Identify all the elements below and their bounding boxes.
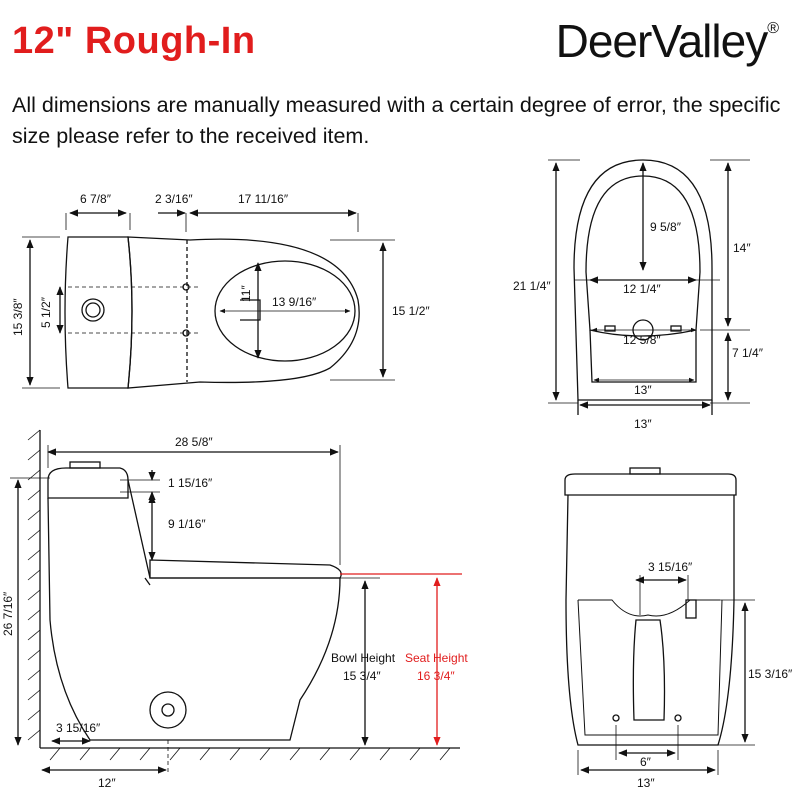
seat-height-marker	[340, 573, 462, 746]
side-bowl	[127, 479, 341, 741]
front-inner-width: 12 1/4″	[623, 282, 661, 296]
side-rough-in: 12″	[98, 776, 116, 790]
side-total-height: 26 7/16″	[1, 591, 15, 636]
rear-body	[565, 494, 735, 746]
top-tank-width: 6 7/8″	[80, 192, 112, 206]
top-view	[22, 209, 395, 389]
rear-bolt-spacing: 6″	[640, 755, 652, 769]
front-base-outer: 13″	[634, 417, 652, 431]
rear-inlet-offset: 3 15/16″	[648, 560, 693, 574]
top-gap-width: 2 3/16″	[155, 192, 193, 206]
side-base-offset: 3 15/16″	[56, 721, 101, 735]
rear-tank-lid	[564, 473, 737, 496]
side-lid-gap: 1 15/16″	[168, 476, 213, 490]
top-seat-opening	[214, 260, 356, 362]
front-opening-depth: 9 5/8″	[650, 220, 682, 234]
side-total-length: 28 5/8″	[175, 435, 213, 449]
rear-base-width: 13″	[637, 776, 655, 790]
top-inlet-offset: 5 1/2″	[39, 296, 53, 328]
side-tank-to-seat: 9 1/16″	[168, 517, 206, 531]
top-opening-width: 11″	[239, 285, 253, 302]
bowl-height-label: Bowl Height	[331, 651, 396, 665]
seat-height-value: 16 3/4″	[417, 669, 455, 683]
bowl-height-value: 15 3/4″	[343, 669, 381, 683]
rear-inlet-height: 15 3/16″	[748, 667, 793, 681]
top-depth-right: 15 1/2″	[392, 304, 430, 318]
side-tank-lid	[47, 467, 129, 499]
top-bowl-outline	[127, 236, 360, 389]
measurement-note: All dimensions are manually measured wit…	[12, 93, 781, 148]
rear-view	[564, 467, 755, 775]
front-base-inner: 13″	[634, 383, 652, 397]
front-bowl-outer	[573, 159, 713, 401]
top-tank-outline	[64, 236, 133, 389]
front-outlet-width: 12 5/8″	[623, 333, 661, 347]
brand-logo: DeerValley®	[555, 14, 779, 68]
side-seat	[149, 559, 342, 579]
top-inlet-hole	[81, 298, 105, 322]
front-view-upper	[548, 159, 750, 415]
rear-trapway	[632, 619, 666, 721]
seat-height-label: Seat Height	[405, 651, 468, 665]
top-bowl-length: 17 11/16″	[238, 192, 289, 206]
side-outlet	[149, 691, 187, 729]
side-view	[10, 429, 460, 775]
brand-name: DeerValley	[555, 15, 769, 67]
rough-in-title: 12" Rough-In	[12, 20, 256, 62]
top-opening-length: 13 9/16″	[272, 295, 317, 309]
registered-mark: ®	[767, 20, 779, 37]
top-depth-left: 15 3/8″	[11, 298, 25, 336]
front-upper-height: 14″	[733, 241, 751, 255]
front-lower-height: 7 1/4″	[732, 346, 764, 360]
side-tank	[47, 497, 180, 741]
front-overall-height: 21 1/4″	[513, 279, 551, 293]
